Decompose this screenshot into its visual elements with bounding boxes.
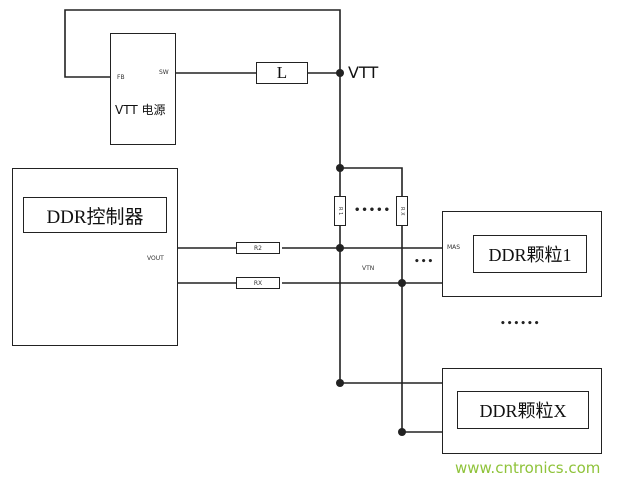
- pullup-resistor-rx: R X: [396, 196, 408, 226]
- inductor: L: [256, 62, 308, 84]
- junction-rx-line: [398, 279, 406, 287]
- fb-pin-label: FB: [117, 74, 125, 81]
- ddr-controller-block: DDR控制器 VOUT: [12, 168, 178, 346]
- line-ellipsis: •••: [414, 257, 435, 267]
- pullup-resistor-r1: R 1: [334, 196, 346, 226]
- junction-vtt-branch: [336, 164, 344, 172]
- sw-pin-label: SW: [159, 69, 169, 76]
- pullup-resistor-r1-label: R 1: [337, 206, 343, 216]
- ddr-chip-x-block: DDR颗粒X: [442, 368, 602, 454]
- chip-ellipsis: ••••••: [500, 319, 541, 329]
- pullup-resistor-rx-label: R X: [399, 206, 405, 216]
- series-resistor-rx: RX: [236, 277, 280, 289]
- vtt-rail-label: VTT: [348, 63, 379, 82]
- series-resistor-r2-label: R2: [254, 244, 262, 252]
- mas-pin-label: MAS: [447, 244, 461, 251]
- junction-rx-bottom: [398, 428, 406, 436]
- ddr-chip-1-label: DDR颗粒1: [488, 245, 572, 265]
- series-resistor-r2: R2: [236, 242, 280, 254]
- ddr-chip-1-title-box: DDR颗粒1: [473, 235, 587, 273]
- ddr-controller-label: DDR控制器: [46, 206, 144, 228]
- ddr-chip-x-title-box: DDR颗粒X: [457, 391, 589, 429]
- feedback-wire: [64, 9, 341, 78]
- resistor-ellipsis: •••••: [354, 205, 391, 216]
- vtn-bus-label: VTN: [362, 265, 375, 272]
- junction-vtt-top: [336, 69, 344, 77]
- vout-pin-label: VOUT: [147, 255, 164, 262]
- inductor-label: L: [276, 63, 288, 82]
- junction-r2-line: [336, 244, 344, 252]
- watermark-text: www.cntronics.com: [455, 459, 601, 477]
- ddr-chip-1-block: MAS DDR颗粒1: [442, 211, 602, 297]
- series-resistor-rx-label: RX: [253, 279, 263, 287]
- vtt-supply-block: FB SW VTT 电源: [110, 33, 176, 145]
- rx-pullup-branch: [340, 167, 403, 196]
- ddr-controller-title-box: DDR控制器: [23, 197, 167, 233]
- junction-vtt-bottom: [336, 379, 344, 387]
- vtt-supply-label: VTT 电源: [115, 103, 166, 117]
- ddr-chip-x-label: DDR颗粒X: [479, 401, 567, 421]
